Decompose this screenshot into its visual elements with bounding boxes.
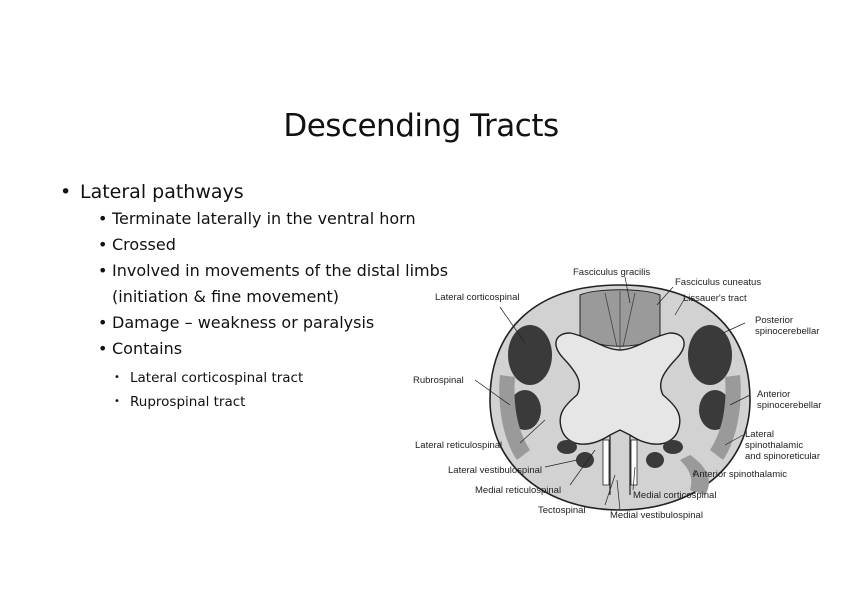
spinocerebellar-band-left [499,375,530,460]
medial-corticospinal-left [602,439,610,486]
label-fasciculus-cuneatus: Fasciculus cuneatus [675,277,761,288]
label-tectospinal: Tectospinal [538,505,586,516]
sub-bullet-list: Terminate laterally in the ventral horn … [60,206,520,362]
label-lateral-corticospinal: Lateral corticospinal [435,292,520,303]
sub-sub-bullet: Lateral corticospinal tract [114,366,520,390]
sub-bullet: Terminate laterally in the ventral horn [98,206,520,232]
label-lateral-spinothalamic-1: Lateral [745,429,774,440]
lateral-vestibulospinal-left [576,452,594,468]
label-medial-corticospinal: Medial corticospinal [633,490,716,501]
label-anterior-spinothalamic: Anterior spinothalamic [693,469,787,480]
label-lateral-spinothalamic-2: spinothalamic [745,440,803,451]
sub-bullet: Damage – weakness or paralysis [98,310,520,336]
label-lateral-spinothalamic-3: and spinoreticular [745,451,820,462]
spinal-cord-diagram: Fasciculus gracilis Fasciculus cuneatus … [413,267,821,521]
lateral-vestibulospinal-right [646,452,664,468]
label-medial-vestibulospinal: Medial vestibulospinal [610,510,703,521]
label-posterior-spinocerebellar-1: Posterior [755,315,793,326]
medial-reticulospinal-left [557,440,577,454]
spinocerebellar-band-right [710,375,741,460]
bullet-list: Lateral pathways Terminate laterally in … [60,178,520,414]
spinal-cord-cross-section-figure: Fasciculus gracilis Fasciculus cuneatus … [405,255,835,530]
sub-sub-bullet: Ruprospinal tract [114,390,520,414]
label-fasciculus-gracilis: Fasciculus gracilis [573,267,650,278]
label-lateral-vestibulospinal: Lateral vestibulospinal [448,465,542,476]
label-lissauers-tract: Lissauer's tract [683,293,747,304]
anterior-spinothalamic-region [680,455,710,495]
lateral-corticospinal-tract-right [688,325,732,385]
label-medial-reticulospinal: Medial reticulospinal [475,485,561,496]
sub-sub-bullet-list: Lateral corticospinal tract Ruprospinal … [98,366,520,414]
gray-matter [555,332,685,445]
bullet-lateral-pathways: Lateral pathways [60,178,520,206]
sub-bullet: Crossed [98,232,520,258]
label-anterior-spinocerebellar-2: spinocerebellar [757,400,821,411]
medial-reticulospinal-right [663,440,683,454]
slide-title: Descending Tracts [283,108,559,144]
anterior-median-fissure [609,435,631,495]
label-rubrospinal: Rubrospinal [413,375,464,386]
lateral-corticospinal-tract-left [508,325,552,385]
label-lateral-reticulospinal: Lateral reticulospinal [415,440,502,451]
sub-bullet: Involved in movements of the distal limb… [98,258,472,310]
medial-corticospinal-right [630,439,638,486]
sub-bullet: Contains [98,336,520,362]
label-anterior-spinocerebellar-1: Anterior [757,389,790,400]
label-posterior-spinocerebellar-2: spinocerebellar [755,326,819,337]
